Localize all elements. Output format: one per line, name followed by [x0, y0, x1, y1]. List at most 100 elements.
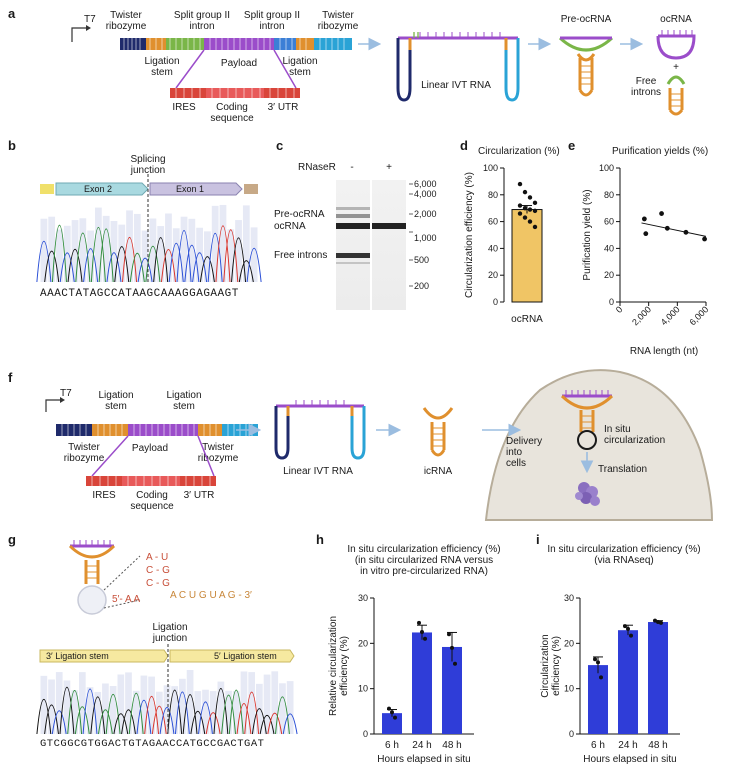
- chromatogram-g: [36, 669, 298, 735]
- panel-g-label: g: [8, 532, 16, 547]
- y-tick-label: 100: [483, 163, 498, 173]
- category-label: 24 h: [412, 740, 431, 751]
- data-point: [522, 189, 528, 195]
- data-point: [522, 215, 528, 220]
- x-tick-label: 6,000: [687, 304, 710, 327]
- exon-marker-yellow: [40, 184, 54, 194]
- bar-ocrna: [511, 209, 543, 303]
- x-tick-label: 2,000: [630, 304, 653, 327]
- data-point: [517, 203, 523, 208]
- y-tick-label: 0: [493, 297, 498, 307]
- x-axis-label: RNA length (nt): [630, 346, 698, 357]
- y-axis-label: Relative circularizationefficiency (%): [328, 616, 350, 716]
- data-point: [593, 657, 597, 662]
- y-tick-label: 0: [569, 729, 574, 739]
- data-point: [626, 626, 630, 631]
- y-tick-label: 80: [488, 190, 498, 200]
- y-axis-label: Circularizationefficiency (%): [540, 634, 562, 697]
- panel-c: c RNaseR - + Pre-ocRNA ocRNA Free intron…: [274, 138, 437, 310]
- free-intron-icon: [666, 75, 686, 116]
- payload-expansion-f: [86, 476, 216, 486]
- data-point: [527, 219, 533, 224]
- promoter-arrow-icon: [71, 27, 86, 42]
- y-tick-label: 0: [363, 729, 368, 739]
- protein-icon: [575, 482, 600, 506]
- utr-label: 3′ UTR: [268, 102, 299, 113]
- y-tick-label: 0: [609, 297, 614, 307]
- rnaser-label: RNaseR: [298, 162, 336, 173]
- data-point: [517, 181, 523, 187]
- data-point: [390, 710, 394, 715]
- category-label: 48 h: [648, 740, 667, 751]
- category-label: 48 h: [442, 740, 461, 751]
- y-tick-label: 80: [604, 190, 614, 200]
- icrna-icon: [422, 407, 454, 457]
- y-tick-label: 40: [604, 243, 614, 253]
- linear-rna-icon-f: [274, 400, 366, 460]
- t7-label-f: T7: [60, 388, 72, 399]
- data-point: [423, 636, 427, 641]
- ladder-label: 200: [414, 281, 429, 291]
- promoter-arrowhead-icon: [86, 25, 91, 31]
- ires-label-f: IRES: [92, 490, 116, 501]
- data-point: [656, 620, 660, 625]
- y-tick-label: 20: [358, 638, 368, 648]
- category-label: 24 h: [618, 740, 637, 751]
- y-tick-label: 10: [564, 684, 574, 694]
- ocrna-label-a: ocRNA: [660, 14, 692, 25]
- exon-marker-tan: [244, 184, 258, 194]
- x-axis-label: Hours elapsed in situ: [377, 754, 470, 765]
- icrna-label: icRNA: [424, 466, 453, 477]
- dna-construct-f: [56, 424, 258, 436]
- stem3-bar: [39, 649, 169, 663]
- panel-f-label: f: [8, 370, 13, 385]
- category-label: 6 h: [385, 740, 399, 751]
- y-tick-label: 60: [488, 217, 498, 227]
- stem5-label: 5′ Ligation stem: [214, 651, 277, 661]
- panel-b-label: b: [8, 138, 16, 153]
- ladder-label: 1,000: [414, 233, 437, 243]
- data-point: [450, 645, 454, 650]
- data-point: [522, 206, 528, 211]
- panel-h-title: In situ circularization efficiency (%)(i…: [347, 544, 500, 577]
- panel-h-label: h: [316, 532, 324, 547]
- three-prime-end: A C U G U A G - 3′: [170, 590, 252, 601]
- gel-ocrna-label: ocRNA: [274, 221, 306, 232]
- data-point: [702, 236, 707, 242]
- panel-i-label: i: [536, 532, 540, 547]
- data-point: [629, 633, 633, 638]
- data-point: [527, 195, 533, 200]
- data-point: [623, 624, 627, 629]
- payload-label: Payload: [221, 58, 257, 69]
- panel-e-label: e: [568, 138, 575, 153]
- data-point: [420, 630, 424, 634]
- bar-0: [382, 713, 402, 734]
- y-tick-label: 20: [604, 270, 614, 280]
- ocrna-circle-icon: [656, 30, 696, 60]
- panel-i-title: In situ circularization efficiency (%)(v…: [547, 544, 700, 566]
- bar-1: [412, 632, 432, 734]
- base-pair-1: A - U: [146, 552, 168, 563]
- x-axis-label: Hours elapsed in situ: [583, 754, 676, 765]
- y-axis-label: Circularization efficiency (%): [464, 172, 475, 298]
- translation-label: Translation: [598, 464, 647, 475]
- y-tick-label: 30: [358, 593, 368, 603]
- ires-label: IRES: [172, 102, 196, 113]
- data-point: [653, 618, 657, 623]
- ladder-label: 4,000: [414, 189, 437, 199]
- ladder-label: 6,000: [414, 179, 437, 189]
